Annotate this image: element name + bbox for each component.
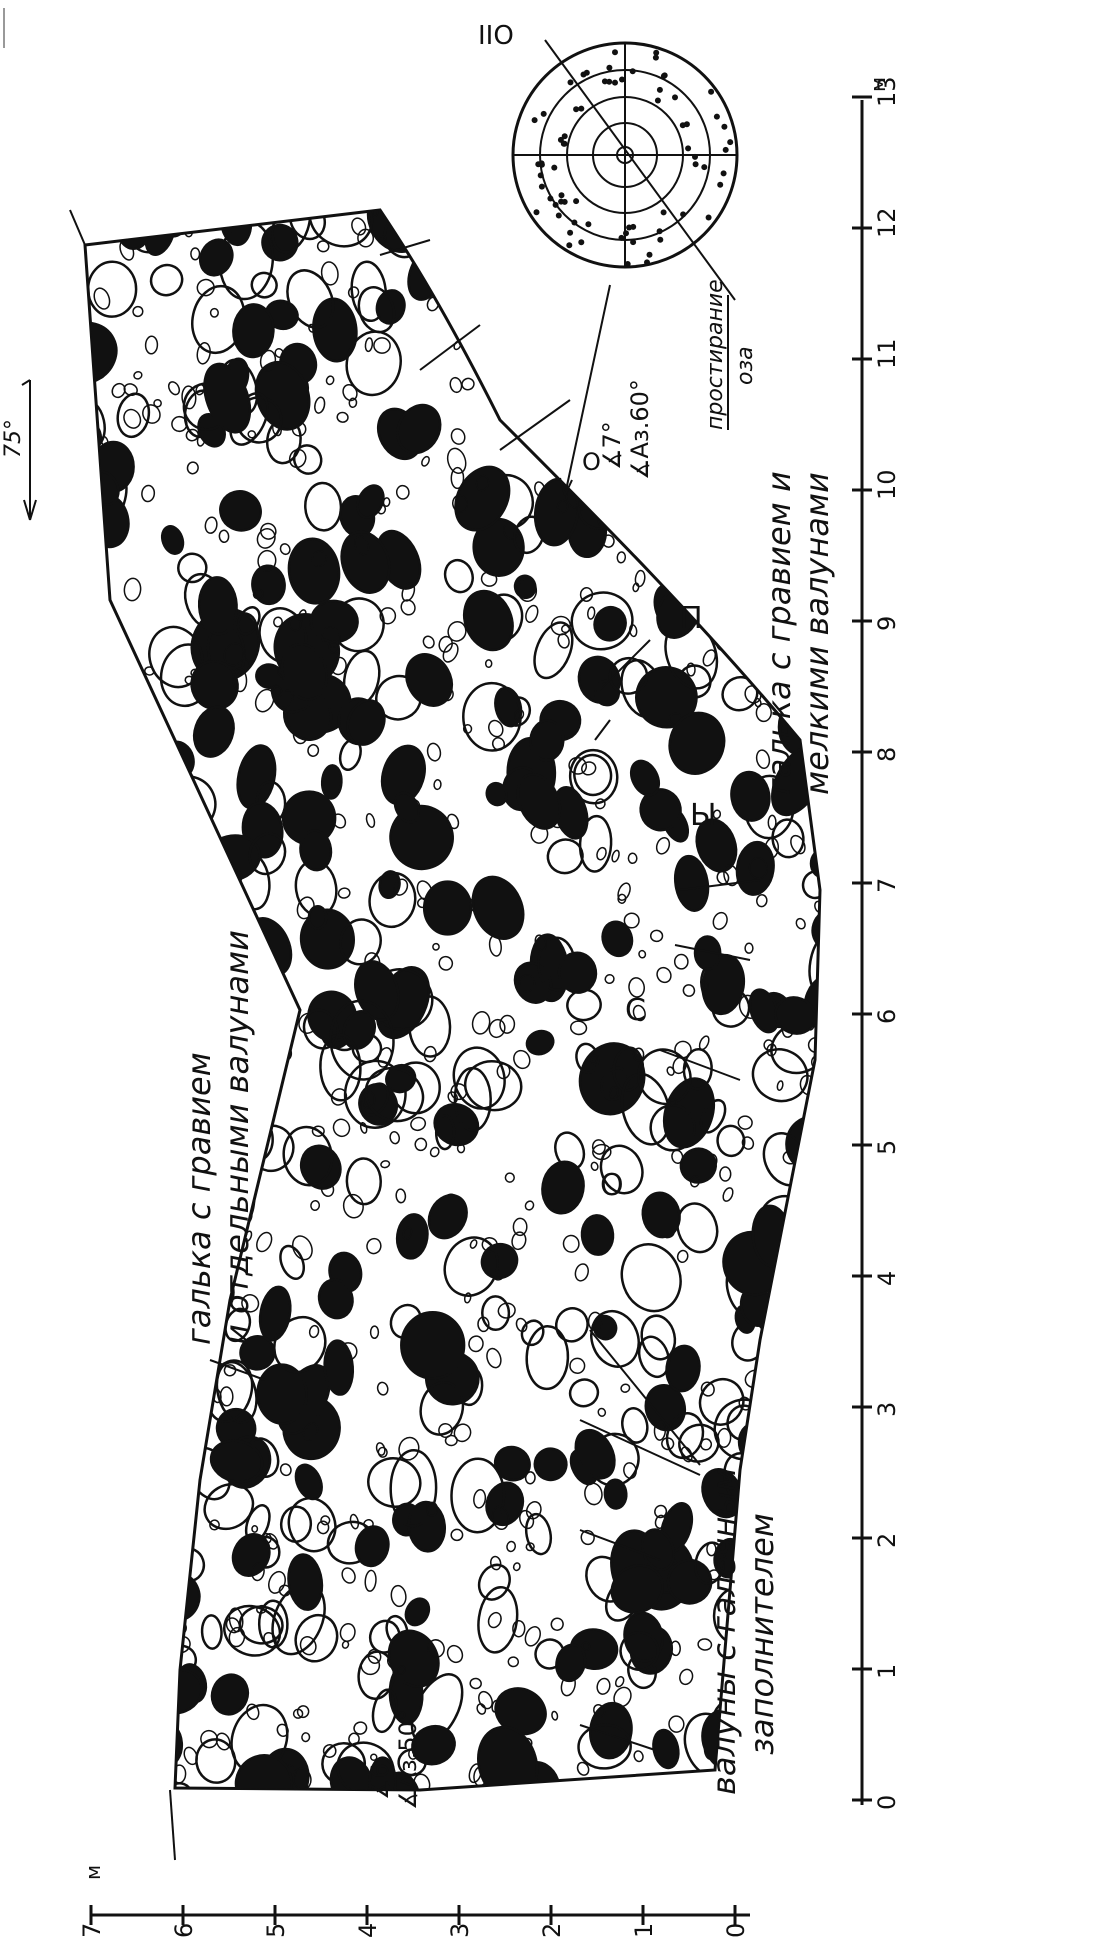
label-pebble-small-2: мелкими валунами: [798, 472, 836, 795]
strike-note: простирание озa: [703, 279, 758, 430]
scale-y-tick-label: 3: [446, 1923, 474, 1938]
scale-y-tick-label: 1: [630, 1923, 658, 1938]
unit-letter-4: П: [680, 601, 703, 636]
scale-x-tick-label: 8: [873, 747, 901, 762]
scale-x-tick-label: 3: [873, 1402, 901, 1417]
scale-x-tick-label: 11: [873, 338, 901, 369]
scale-x-tick-label: 1: [873, 1664, 901, 1679]
label-boulders-1: валуны с галечным: [705, 1467, 743, 1795]
scale-x-tick-label: 4: [873, 1271, 901, 1286]
dip-arrow: 75°: [1, 380, 36, 520]
strike-text-1: простирание: [703, 279, 728, 430]
scale-x-tick-label: 5: [873, 1140, 901, 1155]
scale-y-unit: м: [81, 1865, 105, 1880]
stereonet: IIO: [478, 21, 737, 300]
scale-x-tick-label: 2: [873, 1533, 901, 1548]
stereonet-label: IIO: [478, 21, 514, 51]
scale-x-tick-label: 10: [873, 469, 901, 500]
scale-x-tick-label: 7: [873, 878, 901, 893]
scale-y-tick-label: 5: [262, 1923, 290, 1938]
measure-right-azimuth: ∡Аз.60°: [626, 379, 654, 480]
scale-x-tick-label: 13: [873, 76, 901, 107]
label-pebble-small-boulders: галька с гравием и мелкими валунами: [760, 471, 836, 795]
measure-left-dip: ∡6°: [366, 1751, 394, 1800]
strike-text-2: озa: [733, 346, 758, 385]
measure-left-azimuth: ∡Аз.50°: [394, 1709, 422, 1810]
scale-x-tick-label: 6: [873, 1009, 901, 1024]
unit-letter-3: Ы: [690, 798, 716, 833]
scale-x-tick-label: 0: [873, 1795, 901, 1810]
label-pebble-gravel-2: и отдельными валунами: [218, 930, 256, 1345]
unit-letter-1: О: [600, 1168, 624, 1203]
measure-right-dip: ∡7°: [598, 421, 626, 470]
label-boulders: валуны с галечным заполнителем: [705, 1467, 781, 1795]
vertical-scale: м 0 1 2 3 4 5 6 7: [78, 1865, 750, 1938]
scale-x-tick-label: 9: [873, 616, 901, 631]
unit-letter-2: С: [625, 993, 646, 1028]
label-boulders-2: заполнителем: [743, 1513, 781, 1755]
scale-y-tick-label: 6: [170, 1923, 198, 1938]
label-pebble-gravel: галька с гравием и отдельными валунами: [180, 930, 256, 1345]
dip-arrow-label: 75°: [1, 419, 26, 458]
scale-x-tick-label: 12: [873, 207, 901, 238]
label-pebble-small-1: галька с гравием и: [760, 471, 798, 795]
scale-y-tick-label: 7: [78, 1923, 106, 1938]
scale-y-tick-label: 2: [538, 1923, 566, 1938]
scale-y-tick-label: 0: [722, 1923, 750, 1938]
measure-right: ∡7° ∡Аз.60°: [598, 379, 654, 480]
label-pebble-gravel-1: галька с гравием: [180, 1052, 218, 1345]
scale-y-tick-label: 4: [354, 1923, 382, 1938]
